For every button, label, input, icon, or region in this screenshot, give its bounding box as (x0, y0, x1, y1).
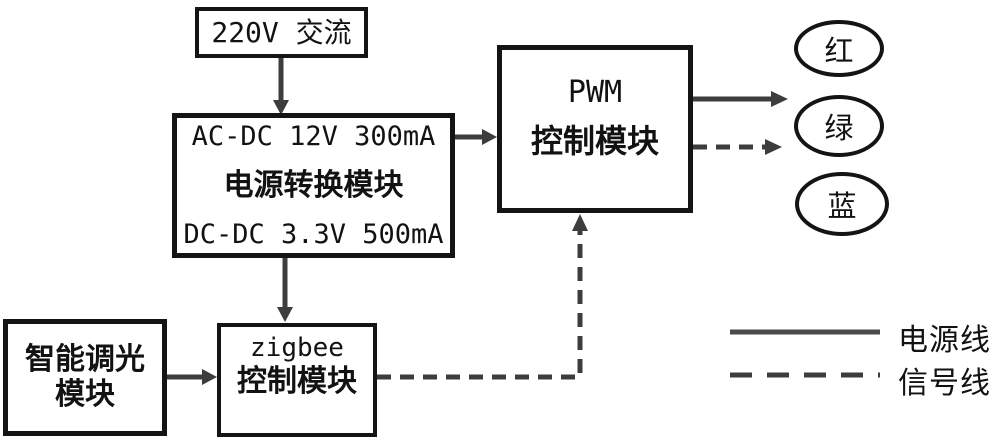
ac-source-label: 220V 交流 (211, 15, 352, 49)
arrow-pwm-led-power (693, 91, 788, 107)
node-zigbee-module: zigbee 控制模块 (217, 323, 377, 437)
smart-dimmer-line2: 模块 (55, 377, 115, 411)
arrow-zigbee-to-pwm (377, 214, 588, 380)
led-blue-label: 蓝 (827, 191, 857, 223)
node-smart-dimmer: 智能调光 模块 (3, 319, 167, 436)
smart-dimmer-line1: 智能调光 (25, 343, 145, 376)
pwm-module-subtitle: PWM (567, 75, 623, 110)
zigbee-module-title: 控制模块 (237, 365, 357, 399)
node-power-module: AC-DC 12V 300mA 电源转换模块 DC-DC 3.3V 500mA (172, 113, 455, 258)
power-module-title: 电源转换模块 (223, 169, 404, 203)
zigbee-module-subtitle: zigbee (250, 333, 344, 363)
power-module-dcdc-spec: DC-DC 3.3V 500mA (183, 218, 444, 250)
arrow-power-to-zigbee (277, 257, 293, 322)
arrow-ac-to-power (273, 58, 289, 115)
arrow-pwm-led-signal (693, 139, 782, 155)
node-ac-source: 220V 交流 (195, 7, 368, 58)
node-led-green: 绿 (794, 95, 884, 157)
led-green-label: 绿 (824, 113, 854, 145)
pwm-module-title: 控制模块 (530, 122, 659, 159)
node-pwm-module: PWM 控制模块 (497, 45, 693, 213)
led-red-label: 红 (824, 35, 854, 68)
arrow-power-to-pwm (455, 129, 497, 145)
legend-power-line-label: 电源线 (898, 324, 991, 357)
node-led-blue: 蓝 (795, 172, 889, 236)
legend-signal-line-label: 信号线 (898, 367, 991, 400)
arrow-dimmer-to-zigbee (167, 369, 217, 385)
node-led-red: 红 (794, 20, 884, 77)
power-module-acdc-spec: AC-DC 12V 300mA (191, 121, 436, 152)
